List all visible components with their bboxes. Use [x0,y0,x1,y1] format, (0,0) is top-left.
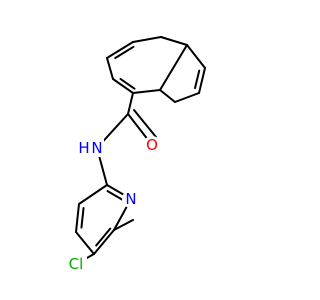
double-bond-inner-line [114,45,135,60]
bond-line [132,36,162,43]
bond-line [112,78,134,94]
oxygen-label: O [146,136,158,154]
bond-line [159,89,176,103]
double-bond-inner-line [95,227,112,247]
bond-line [186,44,206,69]
atom-amide-nitrogen: H N [78,139,104,157]
double-bond-inner-line [80,206,85,229]
double-bond-inner-line [194,69,201,90]
bond-line [75,203,80,233]
bond-line [132,89,161,94]
bond-line [75,231,95,255]
double-bond-inner-line [119,77,136,90]
atom-oxygen: O [143,136,161,154]
atom-pyridine-nitrogen: N [122,190,140,208]
bond-line [198,67,206,94]
chlorine-label: Cl [69,255,84,273]
bond-line [113,219,134,231]
bond-line [106,41,134,59]
pyridine-nitrogen-label: N [125,190,136,208]
bond-line [174,92,200,103]
amide-hydrogen-label: H [78,139,89,157]
bond-line [78,184,108,205]
carbonyl-double-bond-line [133,109,157,138]
double-bond-inner-line [106,190,126,202]
bond-line [159,44,188,91]
bond-line [93,229,115,255]
bond-line [160,36,188,46]
bond-line [106,57,114,80]
atom-chlorine: Cl [65,255,87,273]
amide-nitrogen-label: N [91,139,102,157]
bond-line [127,92,134,115]
molecule-structure: O H N N Cl [65,36,206,273]
